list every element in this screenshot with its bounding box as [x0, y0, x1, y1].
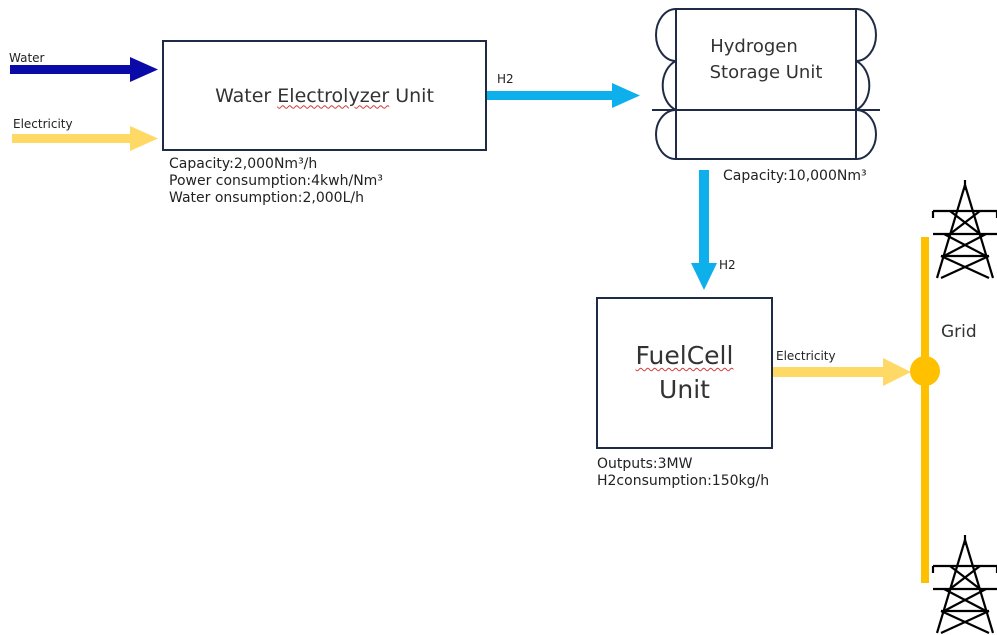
electrolyzer-title-prefix: Water — [215, 84, 278, 107]
electrolyzer-capacity: Capacity:2,000Nm³/h — [169, 156, 318, 172]
transmission-tower-icon — [931, 535, 997, 634]
water-input-arrow — [10, 57, 158, 82]
electricity-input-label: Electricity — [13, 117, 73, 131]
grid-label: Grid — [941, 322, 977, 342]
h2-arrow-to-storage — [486, 83, 640, 108]
fuelcell-specs: Outputs:3MW H2consumption:150kg/h — [597, 456, 769, 490]
fuelcell-h2-consumption: H2consumption:150kg/h — [597, 473, 770, 489]
fuelcell-unit: FuelCell Unit — [596, 297, 773, 449]
fuelcell-title-line1: FuelCell — [635, 341, 734, 370]
water-electrolyzer-unit: Water Electrolyzer Unit — [162, 40, 487, 151]
hydrogen-storage-unit: Hydrogen Storage Unit — [676, 18, 856, 102]
electrolyzer-title-suffix: Unit — [389, 84, 434, 107]
fuelcell-outputs: Outputs:3MW — [597, 456, 693, 472]
electricity-input-arrow — [12, 126, 158, 151]
electrolyzer-power-consumption: Power consumption:4kwh/Nm³ — [169, 173, 383, 189]
h2-flow-label-down: H2 — [719, 258, 736, 272]
h2-flow-label-top: H2 — [497, 72, 514, 86]
h2-arrow-to-fuelcell — [691, 170, 717, 290]
electricity-output-label: Electricity — [776, 349, 836, 363]
electrolyzer-title-word: Electrolyzer — [277, 84, 390, 107]
fuelcell-title-line2: Unit — [659, 375, 710, 404]
electricity-output-arrow — [773, 358, 911, 386]
storage-capacity: Capacity:10,000Nm³ — [723, 168, 867, 184]
storage-title-line2: Storage Unit — [709, 62, 823, 83]
grid-line — [921, 237, 929, 583]
water-label: Water — [9, 51, 45, 65]
electrolyzer-water-consumption: Water onsumption:2,000L/h — [169, 190, 364, 206]
electrolyzer-specs: Capacity:2,000Nm³/h Power consumption:4k… — [169, 156, 383, 207]
electrolyzer-title: Water Electrolyzer Unit — [215, 85, 434, 107]
transmission-tower-icon — [931, 180, 997, 279]
grid-node — [910, 356, 940, 386]
storage-title-line1: Hydrogen — [710, 36, 798, 57]
hydrogen-storage-tank — [652, 8, 880, 160]
